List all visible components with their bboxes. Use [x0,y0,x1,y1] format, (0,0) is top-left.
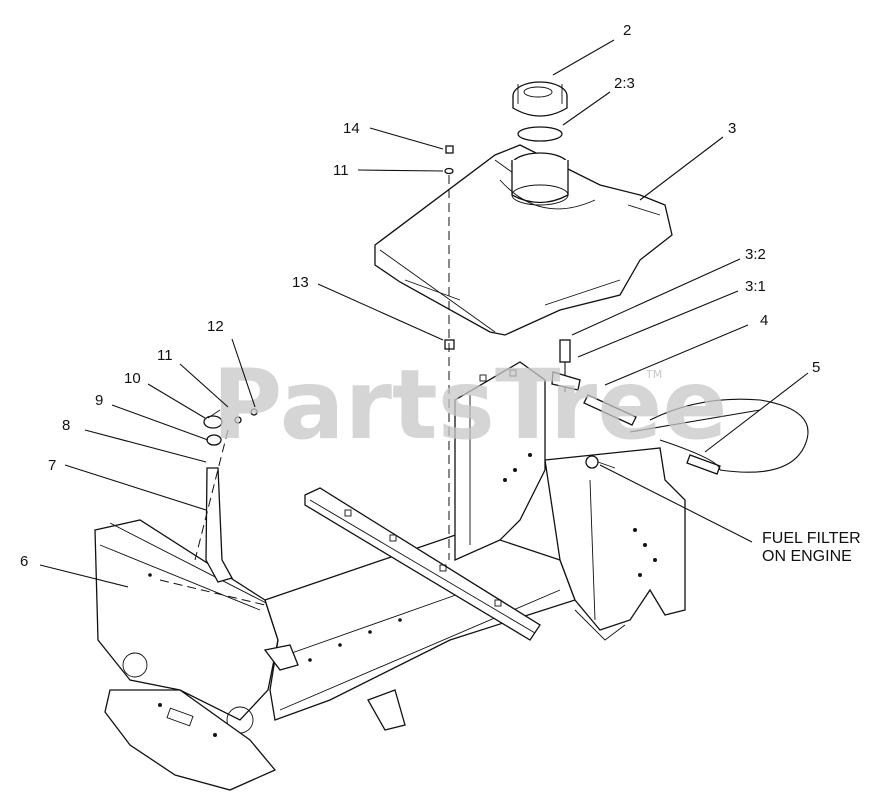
note-line-2: ON ENGINE [762,548,852,565]
callout-3-1: 3:1 [745,278,766,295]
callout-9: 9 [95,392,103,409]
callout-14: 14 [343,120,360,137]
watermark: PartsTree [212,349,727,461]
callout-7: 7 [48,457,56,474]
note-line-1: FUEL FILTER [762,530,861,547]
callout-6: 6 [20,553,28,570]
callout-12: 12 [207,318,224,335]
leader-lines [39,39,809,588]
callout-3-2: 3:2 [745,246,766,263]
callout-4: 4 [760,312,768,329]
mount-bolt [159,145,455,606]
cap-gasket [517,126,563,142]
fuel-hose [551,339,809,475]
callout-8: 8 [62,417,70,434]
callout-2-3: 2:3 [614,75,635,92]
callout-5: 5 [812,359,820,376]
callout-10: 10 [124,370,141,387]
callout-2: 2 [623,22,631,39]
fuel-filter-note: FUEL FILTER ON ENGINE [762,530,861,565]
fuel-tank [374,144,673,336]
callout-3: 3 [728,120,736,137]
callout-11-lower: 11 [157,347,173,364]
watermark-tm: TM [645,368,662,381]
fuel-cap [512,81,568,117]
frame-assembly [94,361,686,791]
callout-11-upper: 11 [333,162,349,179]
callouts: 2 2:3 3 14 11 13 3:2 3:1 4 5 12 11 10 9 … [20,22,820,570]
callout-13: 13 [292,274,309,291]
